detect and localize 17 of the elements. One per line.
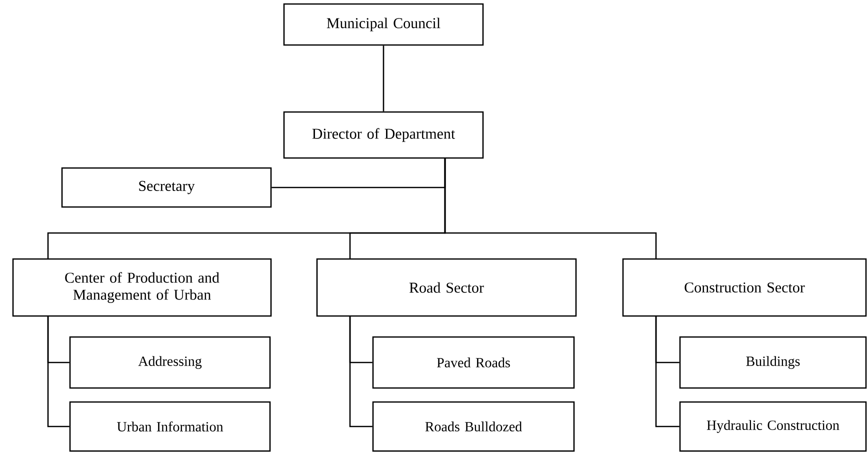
secretary-box: Secretary xyxy=(61,167,272,208)
sector-box: Construction Sector xyxy=(622,258,867,317)
unit-box: Urban Information xyxy=(69,401,271,452)
unit-box: Hydraulic Construction xyxy=(679,401,867,452)
connector-line xyxy=(382,46,384,112)
connector-line xyxy=(47,316,70,428)
connector-line xyxy=(444,158,657,259)
director-box: Director of Department xyxy=(283,111,484,159)
unit-box: Paved Roads xyxy=(372,336,575,389)
sector-box: Center of Production and Management of Urban xyxy=(12,258,272,317)
connector-line xyxy=(349,316,372,428)
connector-line xyxy=(655,316,680,428)
unit-box: Addressing xyxy=(69,336,271,389)
council-box: Municipal Council xyxy=(283,3,484,46)
sector-box: Road Sector xyxy=(316,258,577,317)
unit-box: Buildings xyxy=(679,336,867,389)
unit-box: Roads Bulldozed xyxy=(372,401,575,452)
